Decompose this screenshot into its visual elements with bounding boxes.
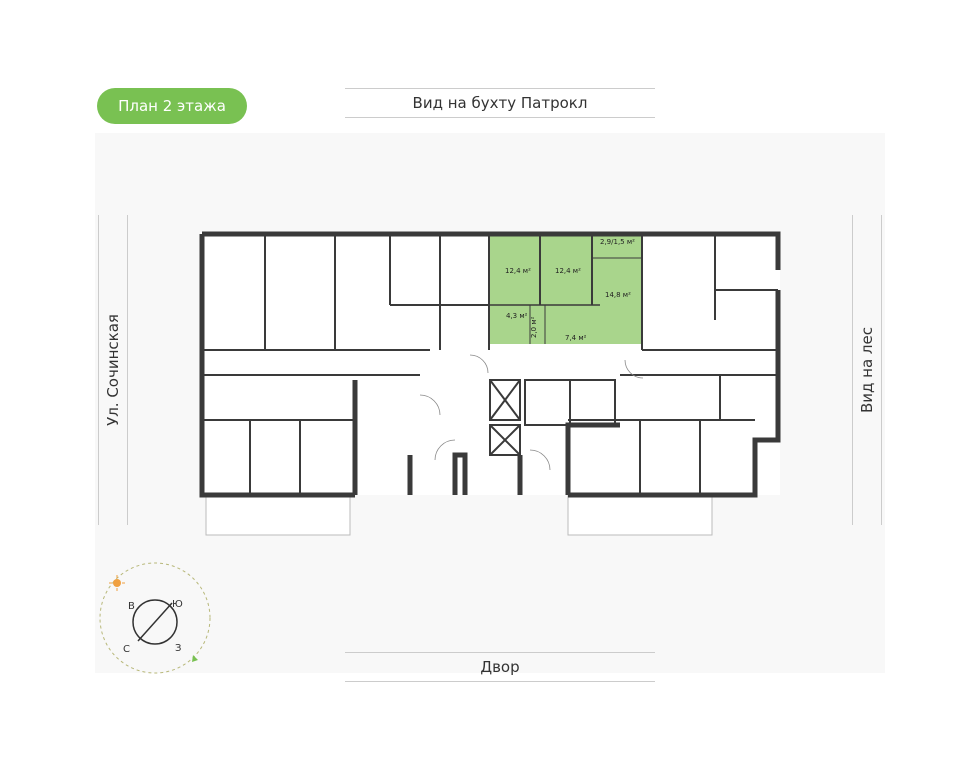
- view-top-text: Вид на бухту Патрокл: [412, 94, 588, 112]
- compass-letter-south: Ю: [172, 599, 183, 610]
- interior-walls: [202, 234, 778, 495]
- view-label-right: Вид на лес: [852, 215, 882, 525]
- compass-ring: [99, 562, 211, 674]
- balcony-left: [205, 494, 351, 536]
- area-room-b: 12,4 м²: [555, 267, 581, 275]
- compass-needle: [137, 602, 173, 642]
- door-swings: [419, 354, 644, 471]
- balcony-right: [567, 494, 713, 536]
- area-kitchen: 14,8 м²: [605, 291, 631, 299]
- area-bath: 4,3 м²: [506, 312, 528, 320]
- view-bottom-text: Двор: [480, 658, 520, 676]
- compass-letter-west: З: [175, 643, 181, 654]
- floor-badge: План 2 этажа: [97, 88, 247, 124]
- compass-letter-north: С: [123, 644, 130, 655]
- compass-dial: [132, 599, 178, 645]
- area-hall: 7,4 м²: [565, 334, 587, 342]
- view-label-left: Ул. Сочинская: [98, 215, 128, 525]
- sun-icon: [109, 575, 125, 591]
- apartment-fill: [489, 234, 642, 344]
- compass: В Ю С З: [99, 562, 211, 674]
- compass-letter-east: В: [128, 601, 135, 612]
- view-label-top: Вид на бухту Патрокл: [345, 88, 655, 118]
- area-wc: 2,0 м²: [530, 316, 538, 338]
- highlighted-apartment[interactable]: 12,4 м² 12,4 м² 2,9/1,5 м² 14,8 м² 4,3 м…: [489, 234, 642, 344]
- area-balcony: 2,9/1,5 м²: [600, 238, 635, 246]
- compass-arrow-icon: [192, 655, 198, 662]
- building-core: [489, 379, 616, 456]
- area-room-a: 12,4 м²: [505, 267, 531, 275]
- view-label-bottom: Двор: [345, 652, 655, 682]
